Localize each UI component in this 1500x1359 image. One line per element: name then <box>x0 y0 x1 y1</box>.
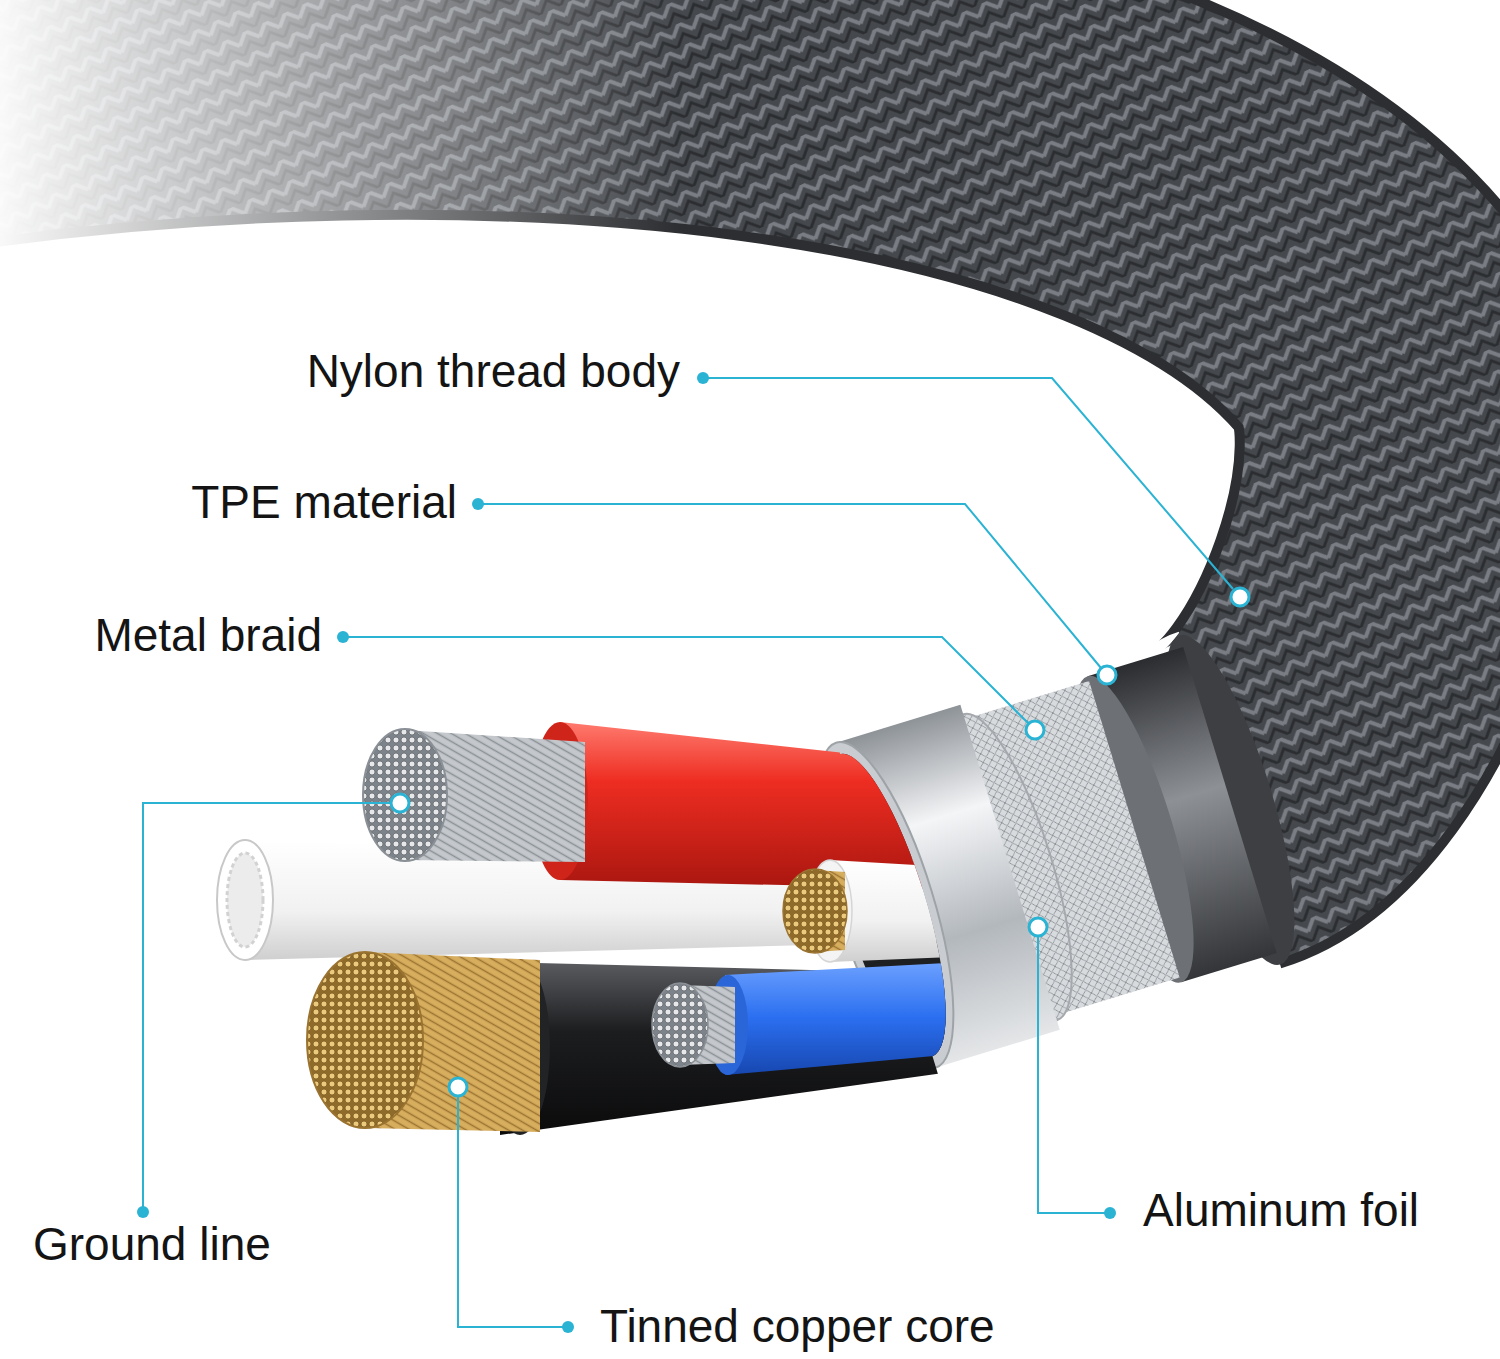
red-wire-part <box>560 722 1000 890</box>
part-label: Nylon thread body <box>307 344 680 399</box>
leader-lines-part <box>478 504 1101 668</box>
leader-lines-part <box>1038 936 1110 1213</box>
leader-target-dots-part <box>391 794 409 812</box>
part-label: TPE material <box>191 475 457 530</box>
white-tube-part <box>227 853 263 947</box>
leader-target-dots-part <box>1231 588 1249 606</box>
part-label: Aluminum foil <box>1143 1183 1419 1238</box>
blue-wire-part <box>725 960 1000 1075</box>
red-wire-part <box>363 729 447 861</box>
leader-lines-part <box>143 803 391 1212</box>
blue-wire <box>652 960 1000 1075</box>
leader-lines-part <box>703 378 1233 589</box>
leader-target-dots-part <box>1098 666 1116 684</box>
leader-target-dots <box>391 588 1249 1096</box>
part-label: Tinned copper core <box>600 1299 995 1354</box>
wires <box>217 722 1000 1135</box>
part-label: Metal braid <box>94 608 322 663</box>
leader-target-dots-part <box>1026 721 1044 739</box>
leader-start-dots-part <box>562 1321 574 1333</box>
white-tube-part <box>217 840 273 960</box>
leader-target-dots-part <box>1029 918 1047 936</box>
white-wire-part <box>830 860 1000 962</box>
cable-body-part <box>0 0 680 430</box>
leader-start-dots-part <box>472 498 484 510</box>
blue-wire-part <box>652 983 708 1067</box>
white-wire <box>783 860 1000 962</box>
leader-start-dots-part <box>697 372 709 384</box>
leader-start-dots-part <box>337 631 349 643</box>
leader-start-dots-part <box>1104 1207 1116 1219</box>
leader-target-dots-part <box>449 1078 467 1096</box>
leader-lines-part <box>343 637 1029 724</box>
leader-start-dots <box>137 372 1116 1333</box>
black-wire <box>307 952 1000 1135</box>
black-wire-part <box>307 952 423 1128</box>
part-label: Ground line <box>33 1217 271 1272</box>
leader-lines-part <box>458 1096 568 1327</box>
white-wire-part <box>783 869 847 953</box>
leader-lines <box>143 378 1233 1327</box>
leader-start-dots-part <box>137 1206 149 1218</box>
